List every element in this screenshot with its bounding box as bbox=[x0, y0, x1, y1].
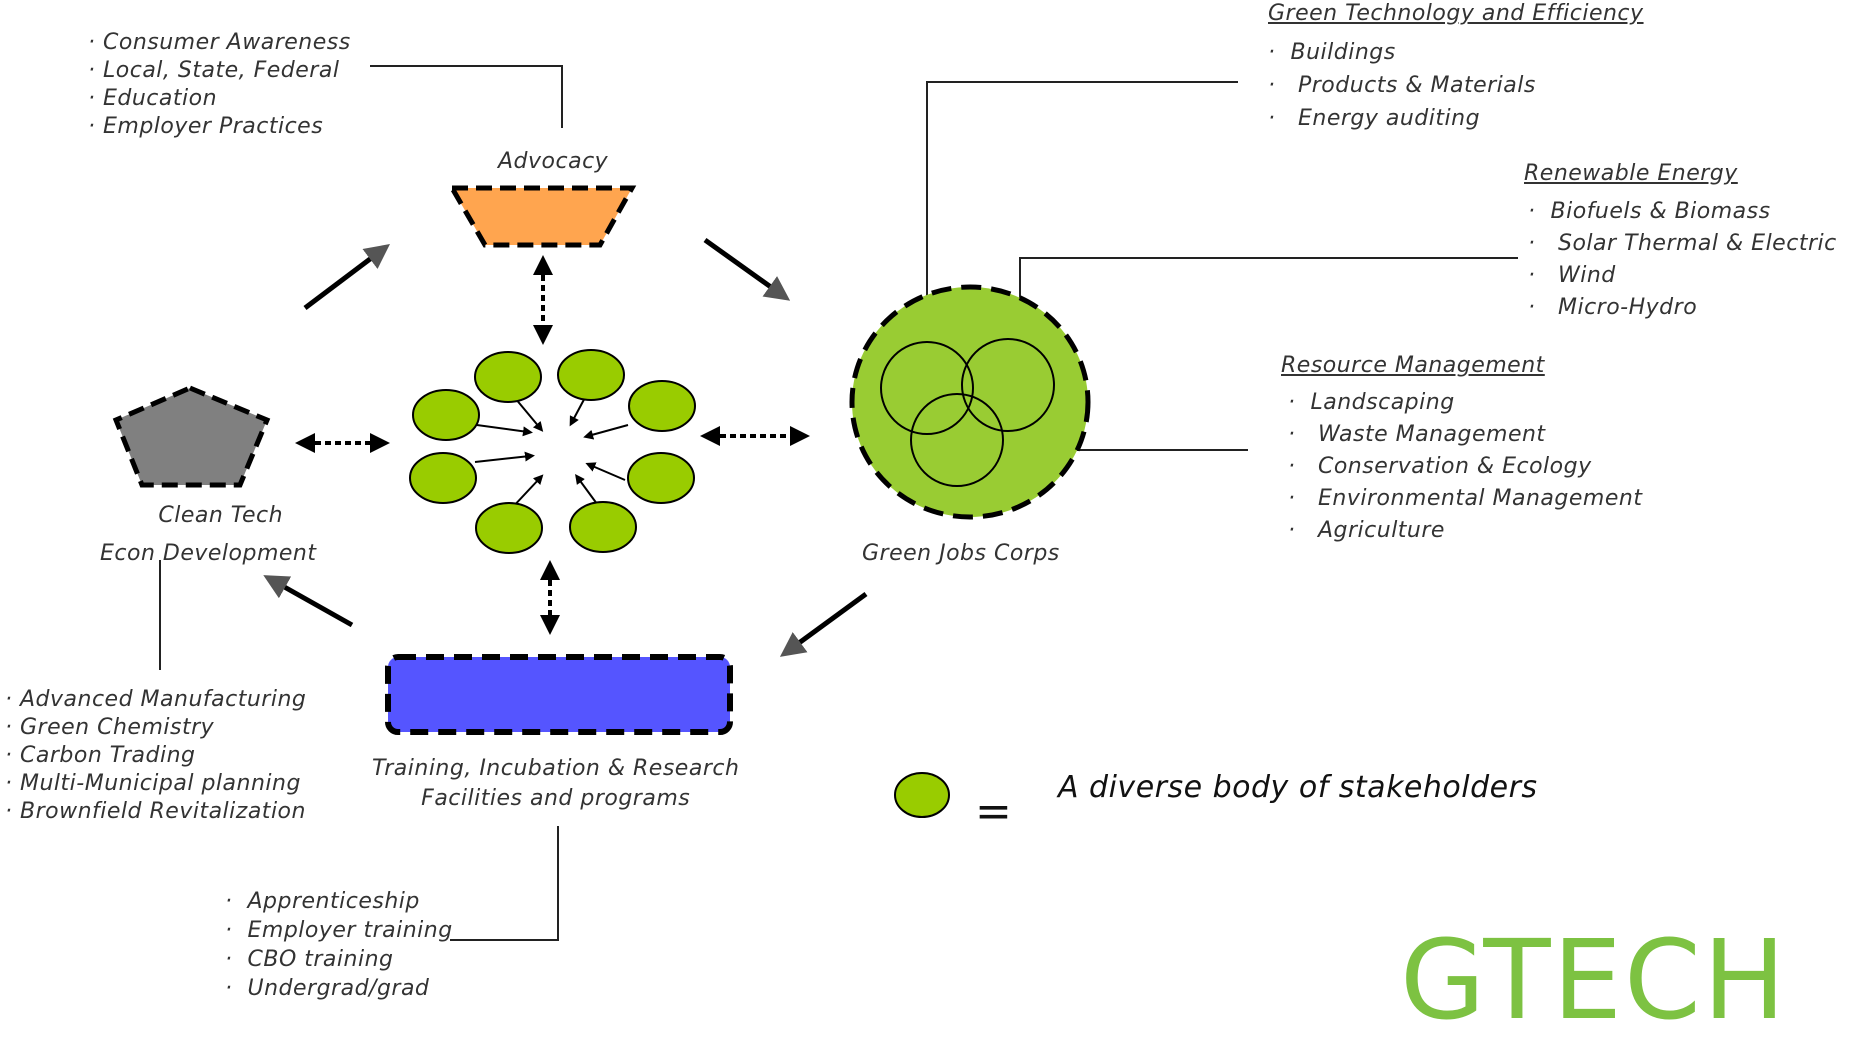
stakeholder-ellipse bbox=[627, 452, 695, 504]
clean-tech-label-line2: Econ Development bbox=[100, 541, 317, 566]
clean-tech-label: Clean Tech Econ Development bbox=[100, 497, 317, 573]
diagram-canvas bbox=[112, 65, 1518, 941]
renewable-list: · Biofuels & Biomass · Solar Thermal & E… bbox=[1528, 196, 1837, 324]
advocacy-node bbox=[447, 185, 637, 248]
training-connector bbox=[450, 826, 559, 941]
legend-equals: = bbox=[975, 786, 1012, 837]
stakeholder-ellipse bbox=[628, 380, 696, 432]
resource-list: · Landscaping · Waste Management · Conse… bbox=[1288, 387, 1642, 547]
list-item: · Employer training bbox=[225, 918, 453, 943]
resource-heading: Resource Management bbox=[1281, 353, 1545, 378]
list-item: · CBO training bbox=[225, 947, 394, 972]
list-item: · Agriculture bbox=[1288, 518, 1445, 543]
list-item: · Consumer Awareness bbox=[88, 30, 351, 55]
list-item: · Landscaping bbox=[1288, 390, 1455, 415]
training-label-line2: Facilities and programs bbox=[421, 786, 691, 811]
training-list: · Apprenticeship · Employer training · C… bbox=[225, 887, 453, 1003]
stakeholder-ellipse bbox=[474, 351, 542, 403]
list-item: · Green Chemistry bbox=[5, 715, 215, 740]
venn-circles bbox=[880, 338, 1055, 487]
list-item: · Employer Practices bbox=[88, 114, 324, 139]
clean-tech-node bbox=[112, 385, 271, 488]
green-tech-list: · Buildings · Products & Materials · Ene… bbox=[1268, 36, 1536, 135]
list-item: · Products & Materials bbox=[1268, 73, 1536, 98]
stakeholder-ellipse bbox=[569, 501, 637, 553]
list-item: · Undergrad/grad bbox=[225, 976, 430, 1001]
clean-tech-label-line1: Clean Tech bbox=[158, 503, 284, 528]
advocacy-connector bbox=[370, 65, 563, 128]
arrow-cleantech-to-advocacy bbox=[303, 243, 390, 310]
green-jobs-label: Green Jobs Corps bbox=[862, 541, 1060, 566]
list-item: · Micro-Hydro bbox=[1528, 295, 1698, 320]
list-item: · Wind bbox=[1528, 263, 1616, 288]
bidirectional-arrows bbox=[295, 255, 810, 635]
greentech-connector bbox=[926, 81, 1238, 360]
renewable-heading: Renewable Energy bbox=[1524, 161, 1738, 186]
list-item: · Biofuels & Biomass bbox=[1528, 199, 1771, 224]
list-item: · Local, State, Federal bbox=[88, 58, 340, 83]
arrow-training-to-cleantech bbox=[263, 575, 354, 628]
advocacy-list: · Consumer Awareness · Local, State, Fed… bbox=[88, 29, 351, 141]
list-item: · Education bbox=[88, 86, 218, 111]
training-label: Training, Incubation & Research Faciliti… bbox=[372, 754, 739, 814]
list-item: · Solar Thermal & Electric bbox=[1528, 231, 1837, 256]
clean-tech-list: · Advanced Manufacturing · Green Chemist… bbox=[5, 686, 306, 826]
stakeholder-ellipse bbox=[475, 502, 543, 554]
stakeholder-ellipse bbox=[412, 389, 480, 441]
cycle-arrows bbox=[263, 237, 868, 657]
training-node bbox=[385, 654, 733, 735]
stakeholder-cluster bbox=[409, 349, 696, 554]
legend-text: A diverse body of stakeholders bbox=[1058, 770, 1538, 805]
list-item: · Waste Management bbox=[1288, 422, 1546, 447]
list-item: · Buildings bbox=[1268, 40, 1396, 65]
list-item: · Apprenticeship bbox=[225, 889, 420, 914]
list-item: · Carbon Trading bbox=[5, 743, 196, 768]
arrow-advocacy-to-greenjobs bbox=[703, 237, 791, 301]
green-tech-heading: Green Technology and Efficiency bbox=[1268, 1, 1644, 26]
gtech-logo: GTECH bbox=[1400, 916, 1788, 1044]
green-jobs-node bbox=[849, 284, 1091, 520]
list-item: · Advanced Manufacturing bbox=[5, 687, 307, 712]
list-item: · Brownfield Revitalization bbox=[5, 799, 306, 824]
stakeholder-ellipse bbox=[409, 452, 477, 504]
arrow-greenjobs-to-training bbox=[779, 591, 868, 657]
list-item: · Conservation & Ecology bbox=[1288, 454, 1592, 479]
list-item: · Environmental Management bbox=[1288, 486, 1643, 511]
legend-ellipse bbox=[894, 772, 950, 818]
advocacy-label: Advocacy bbox=[498, 149, 609, 174]
training-label-line1: Training, Incubation & Research bbox=[372, 756, 740, 781]
list-item: · Energy auditing bbox=[1268, 106, 1481, 131]
list-item: · Multi-Municipal planning bbox=[5, 771, 301, 796]
stakeholder-ellipse bbox=[557, 349, 625, 401]
